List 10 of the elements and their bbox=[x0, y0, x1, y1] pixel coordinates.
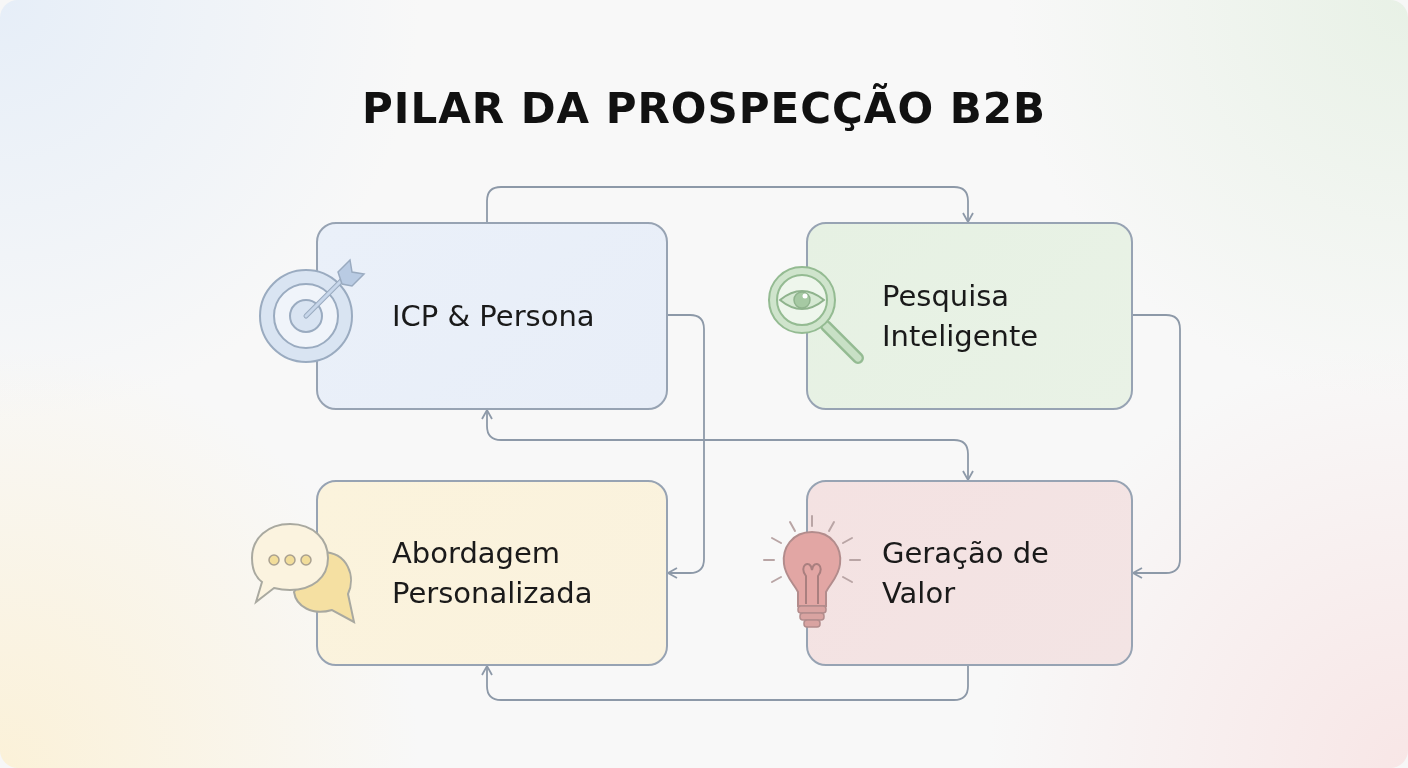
connector-arrow bbox=[1132, 314, 1181, 579]
box-label: Abordagem Personalizada bbox=[392, 535, 594, 612]
box-label: ICP & Persona bbox=[392, 298, 596, 335]
box-label: Pesquisa Inteligente bbox=[882, 278, 1040, 355]
connector-arrow bbox=[481, 409, 974, 481]
connector-arrow bbox=[486, 186, 974, 223]
diagram-title: PILAR DA PROSPECÇÃO B2B bbox=[361, 84, 1047, 133]
connector-arrow bbox=[481, 665, 969, 701]
box-label: Geração de Valor bbox=[882, 535, 1050, 612]
connector-arrow bbox=[667, 314, 705, 579]
